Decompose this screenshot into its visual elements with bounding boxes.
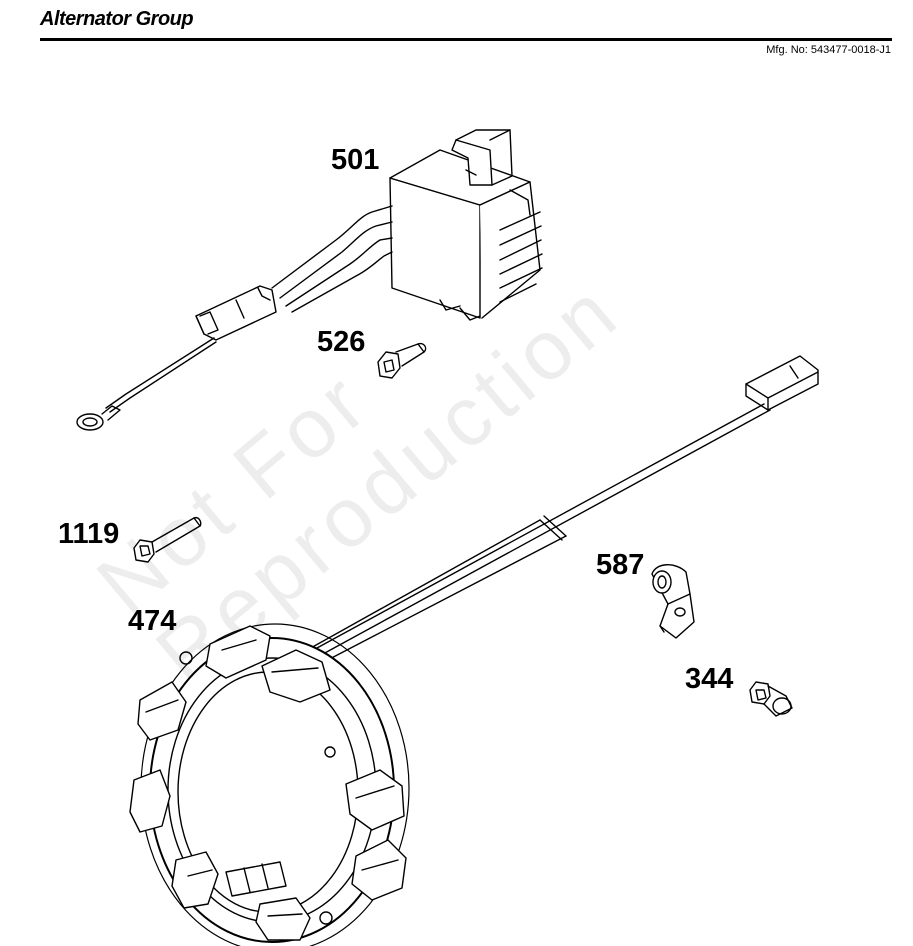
title-divider bbox=[40, 38, 892, 41]
callout-501: 501 bbox=[331, 144, 380, 176]
callout-474: 474 bbox=[128, 605, 177, 637]
clamp-screw-part bbox=[749, 681, 793, 717]
callout-526: 526 bbox=[317, 326, 366, 358]
callout-344: 344 bbox=[685, 663, 734, 695]
page-title: Alternator Group bbox=[40, 8, 194, 30]
callout-1119: 1119 bbox=[58, 518, 120, 550]
stator-part bbox=[129, 623, 410, 946]
stator-harness-part bbox=[299, 355, 819, 665]
callout-587: 587 bbox=[596, 549, 645, 581]
mfg-number: Mfg. No: 543477-0018-J1 bbox=[766, 44, 891, 56]
stator-bolt-part bbox=[133, 516, 202, 563]
clamp-part bbox=[651, 564, 695, 639]
regulator-bolt-part bbox=[377, 342, 427, 379]
regulator-part bbox=[76, 129, 543, 431]
